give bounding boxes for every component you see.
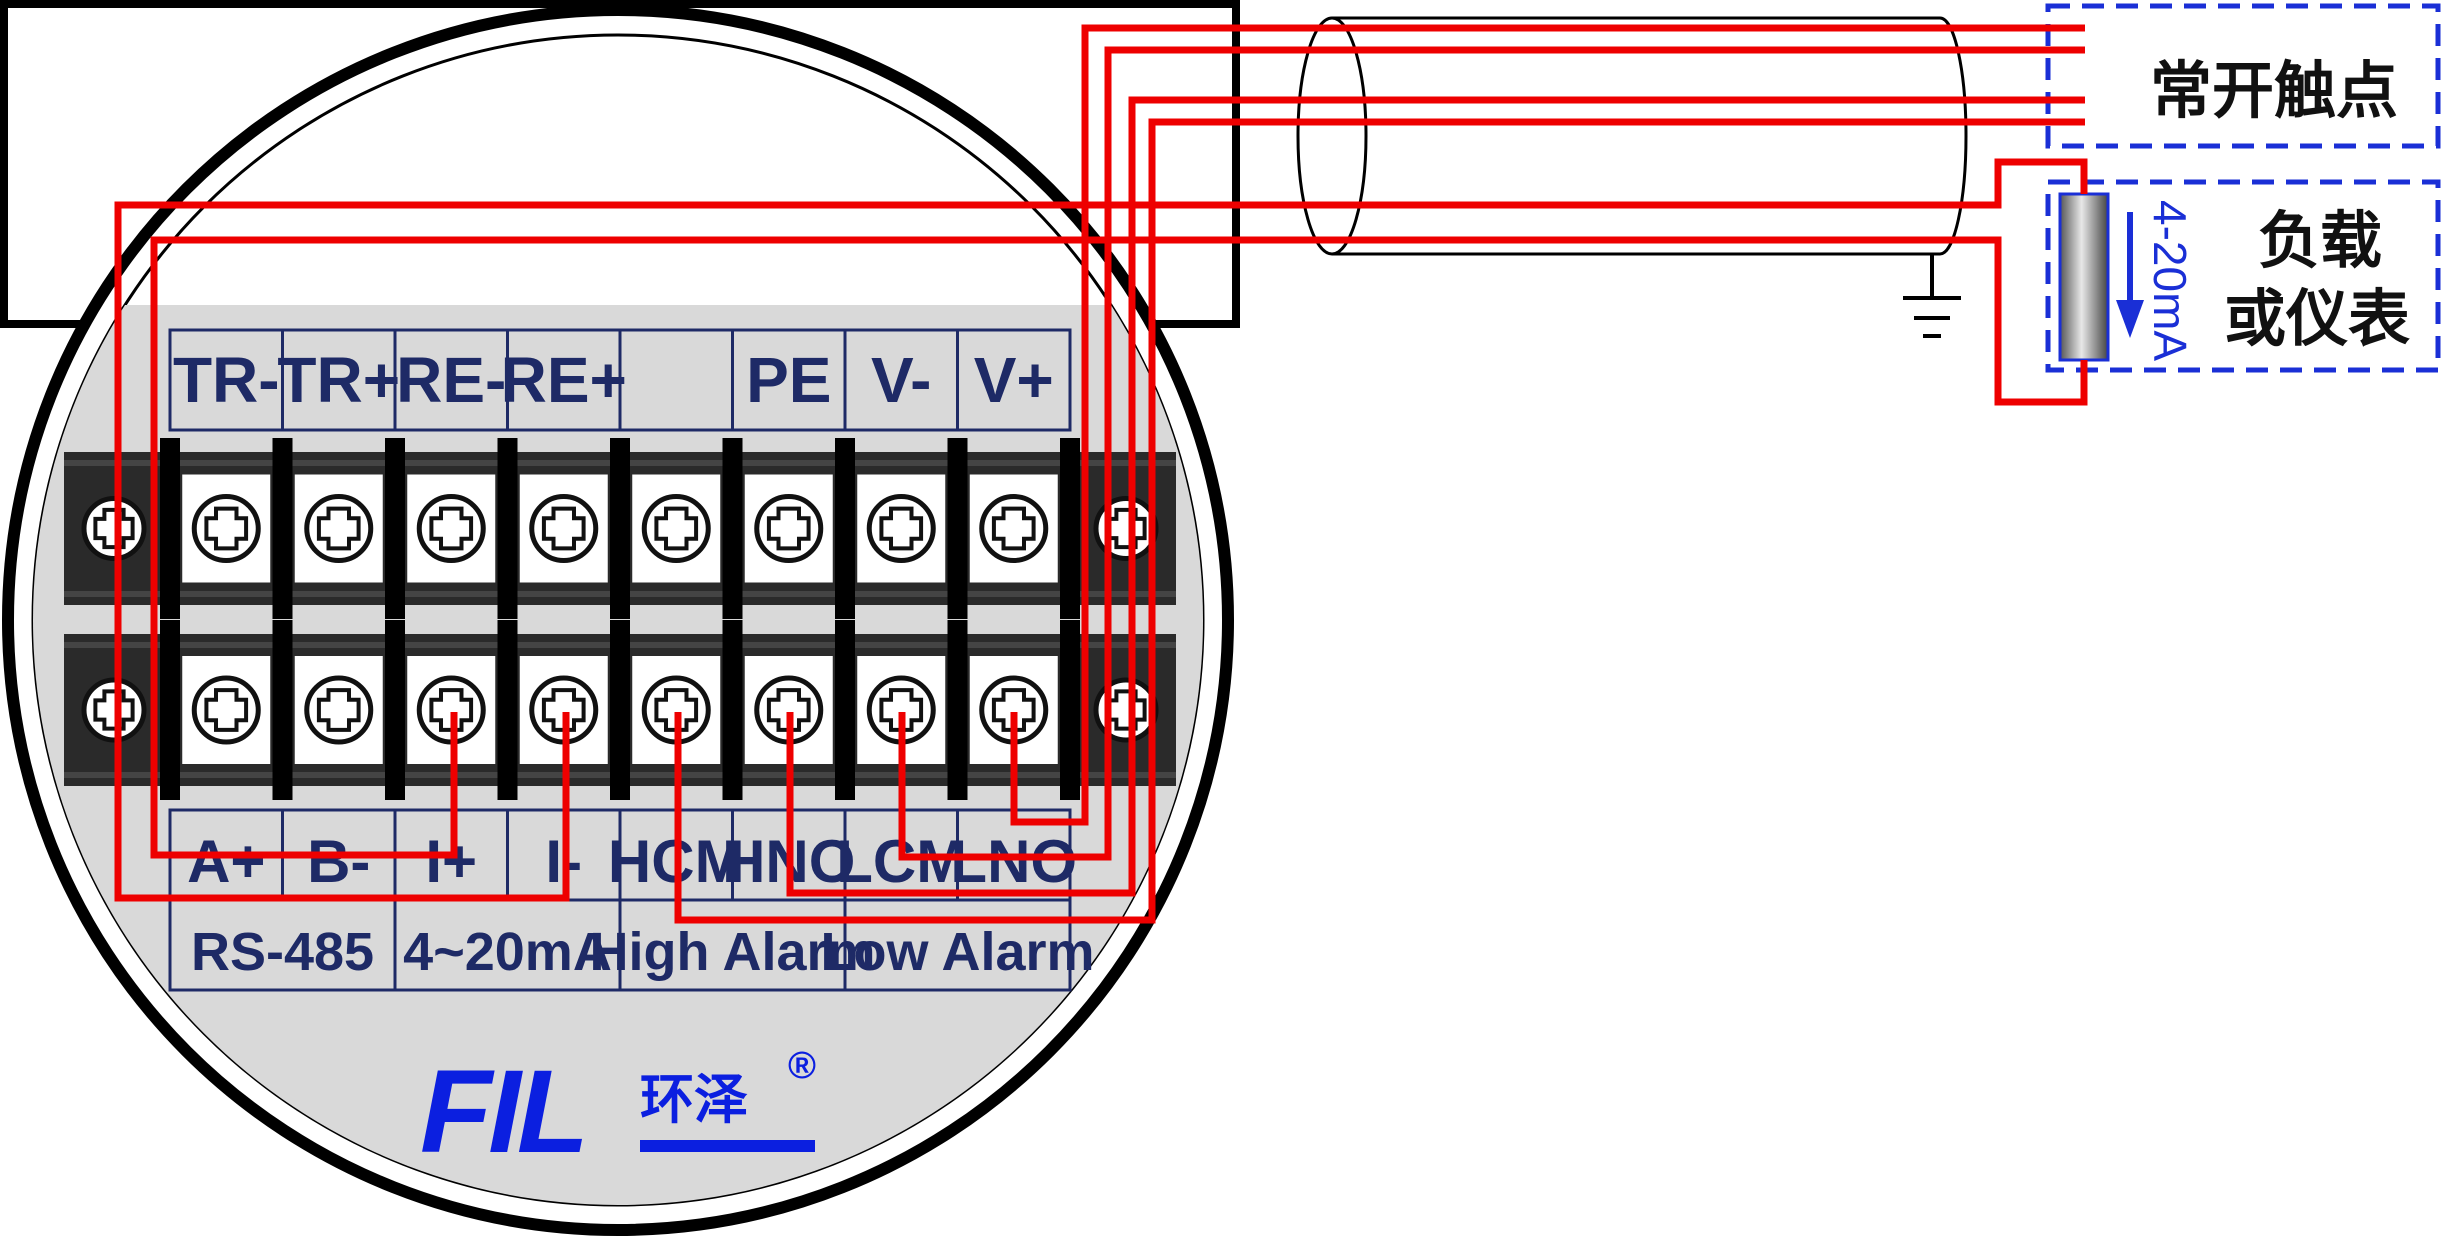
terminal-strip-top (64, 438, 1176, 619)
ground-symbol (1903, 254, 1961, 338)
load-box (2045, 179, 2441, 373)
terminal-strip-bottom (64, 620, 1176, 800)
wire-hno (786, 96, 2085, 897)
screw-icon (416, 494, 486, 563)
top-label: V- (871, 344, 931, 416)
top-label: V+ (974, 344, 1054, 416)
brand-name-cn: 环泽 (640, 1070, 748, 1130)
brand-logo: FIL 环泽 ® (420, 1045, 816, 1178)
screw-icon (191, 494, 261, 563)
bottom-label: B- (307, 828, 370, 895)
contact-label: 常开触点 (2150, 54, 2398, 127)
cable-end (1296, 16, 1368, 256)
wire-hcm (674, 118, 2085, 924)
load-label-line2: 或仪表 (2224, 282, 2410, 355)
group-label: RS-485 (191, 922, 374, 982)
bottom-label: LNO (950, 828, 1077, 895)
screw-icon (304, 675, 374, 745)
screw-icon (866, 494, 936, 563)
screw-icon (641, 494, 711, 563)
screw-icon (754, 494, 824, 563)
load-resistor (2058, 192, 2110, 362)
brand-underline (640, 1140, 815, 1152)
screw-icon (81, 496, 147, 561)
top-label: TR+ (277, 344, 400, 416)
top-label: PE (746, 344, 831, 416)
group-label: Low Alarm (820, 922, 1094, 982)
screw-icon (979, 494, 1049, 563)
screw-icon (979, 675, 1049, 745)
current-label: 4-20mA (2144, 200, 2196, 361)
screw-icon (304, 494, 374, 563)
wire-lno (1010, 24, 2085, 826)
wire-lcm (898, 46, 2085, 861)
wire-current-plus (150, 236, 2088, 859)
wire-current-minus (114, 158, 2088, 902)
brand-registered-mark: ® (788, 1045, 816, 1087)
group-label: High Alarm (589, 922, 875, 982)
brand-logo-text: FIL (420, 1046, 585, 1178)
screw-icon (81, 677, 147, 743)
top-label-table: TR-TR+RE-RE+ PE V- V+ (168, 328, 1072, 432)
top-label: RE- (396, 344, 506, 416)
cable (1296, 16, 1968, 256)
terminal-strips (64, 438, 1176, 800)
top-label: TR- (173, 344, 280, 416)
screw-icon (641, 675, 711, 745)
screw-icon (529, 494, 599, 563)
contact-box (2045, 3, 2441, 149)
screw-icon (754, 675, 824, 745)
load-label-line1: 负载 (2258, 204, 2382, 277)
screw-icon (191, 675, 261, 745)
group-label: 4~20mA (403, 922, 612, 982)
wires (114, 24, 2088, 924)
current-arrow-icon (2116, 212, 2144, 338)
screw-icon (416, 675, 486, 745)
top-label: RE+ (501, 344, 627, 416)
bottom-label: A+ (187, 828, 265, 895)
